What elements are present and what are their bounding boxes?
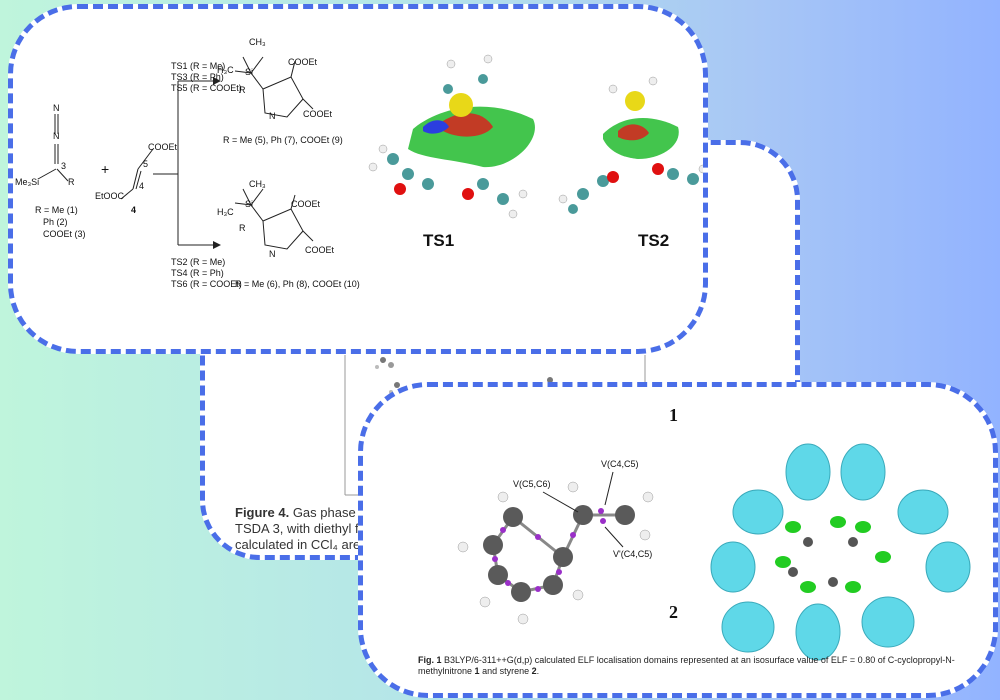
ts1-molecule-render: [368, 54, 535, 219]
reaction-scheme-drawing: [37, 54, 703, 250]
lower-ch3: CH₃: [249, 179, 266, 189]
alkene-top: COOEt: [148, 142, 178, 152]
upper-ts-1: TS1 (R = Me): [171, 61, 226, 71]
upper-product-legend: R = Me (5), Ph (7), COOEt (9): [223, 135, 343, 145]
reagent-n1: N: [53, 103, 60, 113]
alkene-bottom: EtOOC: [95, 191, 125, 201]
figure1-caption: Fig. 1 B3LYP/6-311++G(d,p) calculated EL…: [418, 655, 958, 677]
figure1-caption-and: and styrene: [482, 666, 530, 676]
basin-vprime-c4c5: V'(C4,C5): [613, 549, 653, 559]
lower-h3c: H₃C: [217, 207, 234, 217]
plus-sign: +: [101, 161, 110, 177]
figure4-line3: calculated in CCl₄ are give: [235, 537, 388, 552]
upper-ts-list: TS1 (R = Me) TS3 (R = Ph) TS5 (R = COOEt…: [171, 61, 242, 94]
reagent-c3: 3: [61, 161, 67, 171]
reagent-r: R: [68, 177, 75, 187]
elf-figure-drawing: [457, 443, 971, 661]
reagent-n2: N: [53, 131, 60, 141]
reaction-scheme-card: N N 3 Me₃Si R R = Me (1) Ph (2) COOEt (3…: [8, 4, 708, 354]
alkene-pos4: 4: [139, 181, 145, 191]
lower-coo-bottom: COOEt: [305, 245, 335, 255]
upper-coo-top: COOEt: [288, 57, 318, 67]
lower-n: N: [269, 249, 276, 259]
figure1-caption-n2: 2: [531, 666, 537, 676]
ts2-molecule-render: [558, 76, 703, 214]
figure4-label: Figure 4.: [235, 505, 290, 520]
lower-ts-list: TS2 (R = Me) TS4 (R = Ph) TS6 (R = COOEt…: [171, 257, 242, 290]
upper-si: Si: [245, 67, 254, 77]
ts2-label: TS2: [638, 231, 670, 250]
ts1-label: TS1: [423, 231, 455, 250]
alkene-pos5: 5: [143, 159, 149, 169]
lower-ts-2: TS4 (R = Ph): [171, 268, 224, 278]
basin-v-c4c5: V(C4,C5): [601, 459, 639, 469]
figure1-caption-label: Fig. 1: [418, 655, 442, 665]
lower-product-legend: R = Me (6), Ph (8), COOEt (10): [235, 279, 360, 289]
figure4-line2: TSDA 3, with diethyl fu: [235, 521, 366, 536]
lower-si: Si: [245, 199, 254, 209]
upper-h3c: H₃C: [217, 65, 234, 75]
figure1-caption-text: B3LYP/6-311++G(d,p) calculated ELF local…: [418, 655, 955, 676]
lower-r: R: [239, 223, 246, 233]
upper-ch3: CH₃: [249, 37, 266, 47]
upper-ts-2: TS3 (R = Ph): [171, 72, 224, 82]
molecule-2-label: 2: [669, 602, 678, 622]
upper-n: N: [269, 111, 276, 121]
upper-r: R: [239, 85, 246, 95]
upper-coo-bottom: COOEt: [303, 109, 333, 119]
basin-v-c5c6: V(C5,C6): [513, 479, 551, 489]
reagent-legend-3: COOEt (3): [43, 229, 86, 239]
reagent-me3si: Me₃Si: [15, 177, 40, 187]
figure1-caption-end: .: [536, 666, 540, 676]
alkene-number: 4: [131, 205, 137, 215]
upper-ts-3: TS5 (R = COOEt): [171, 83, 242, 93]
molecule-1-label: 1: [669, 405, 678, 425]
lower-coo-top: COOEt: [291, 199, 321, 209]
reagent-legend-1: R = Me (1): [35, 205, 78, 215]
lower-ts-3: TS6 (R = COOEt): [171, 279, 242, 289]
reagent-legend-2: Ph (2): [43, 217, 68, 227]
elf-figure-card: 1 2 V(C5,C6) V(C4,C5) V'(C4,C5) Fig. 1 B…: [358, 382, 998, 698]
lower-ts-1: TS2 (R = Me): [171, 257, 226, 267]
figure1-caption-n1: 1: [474, 666, 480, 676]
